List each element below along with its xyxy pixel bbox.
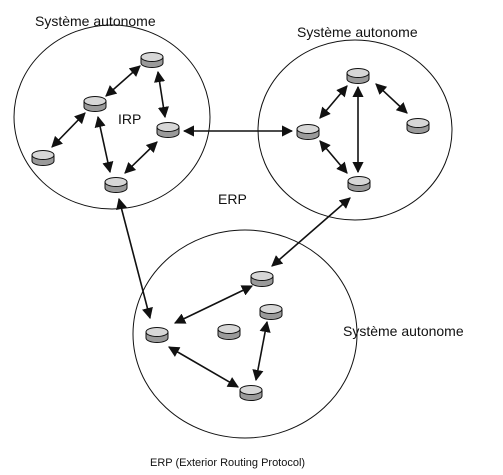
diagram-caption: ERP (Exterior Routing Protocol) bbox=[150, 457, 305, 469]
irp-label: IRP bbox=[118, 111, 141, 127]
router-tr-bottom bbox=[347, 176, 371, 192]
router-tl-left bbox=[83, 96, 107, 112]
link-tr-1 bbox=[319, 85, 348, 119]
link-tr-2 bbox=[375, 83, 408, 114]
as-label-bottom: Système autonome bbox=[343, 323, 464, 339]
link-tl-5 bbox=[124, 141, 158, 174]
link-erp-tl-bottom bbox=[116, 197, 153, 320]
link-tl-1 bbox=[105, 65, 141, 97]
as-circle-top-left bbox=[13, 24, 211, 210]
router-tr-left bbox=[296, 124, 320, 140]
router-tl-far-left bbox=[31, 150, 55, 166]
router-b-center bbox=[217, 324, 241, 340]
router-b-right bbox=[259, 304, 283, 320]
as-circle-bottom bbox=[132, 229, 358, 439]
link-b-1 bbox=[173, 285, 254, 324]
router-b-left bbox=[145, 327, 169, 343]
router-tl-right bbox=[156, 122, 180, 138]
router-tr-top bbox=[346, 68, 370, 84]
router-b-top bbox=[250, 271, 274, 287]
router-tr-right bbox=[406, 118, 430, 134]
as-label-top-right: Système autonome bbox=[297, 24, 418, 40]
as-label-top-left: Système autonome bbox=[35, 13, 156, 29]
link-b-2 bbox=[168, 346, 239, 388]
link-b-3 bbox=[252, 320, 271, 382]
link-tr-4 bbox=[319, 140, 348, 174]
link-tl-3 bbox=[51, 112, 86, 148]
link-tl-2 bbox=[154, 70, 169, 119]
link-erp-tr-bottom bbox=[271, 197, 351, 267]
erp-label: ERP bbox=[218, 191, 247, 207]
link-tl-4 bbox=[94, 115, 114, 174]
router-tl-bottom bbox=[104, 177, 128, 193]
router-b-bottom bbox=[239, 385, 263, 401]
router-tl-top bbox=[140, 52, 164, 68]
